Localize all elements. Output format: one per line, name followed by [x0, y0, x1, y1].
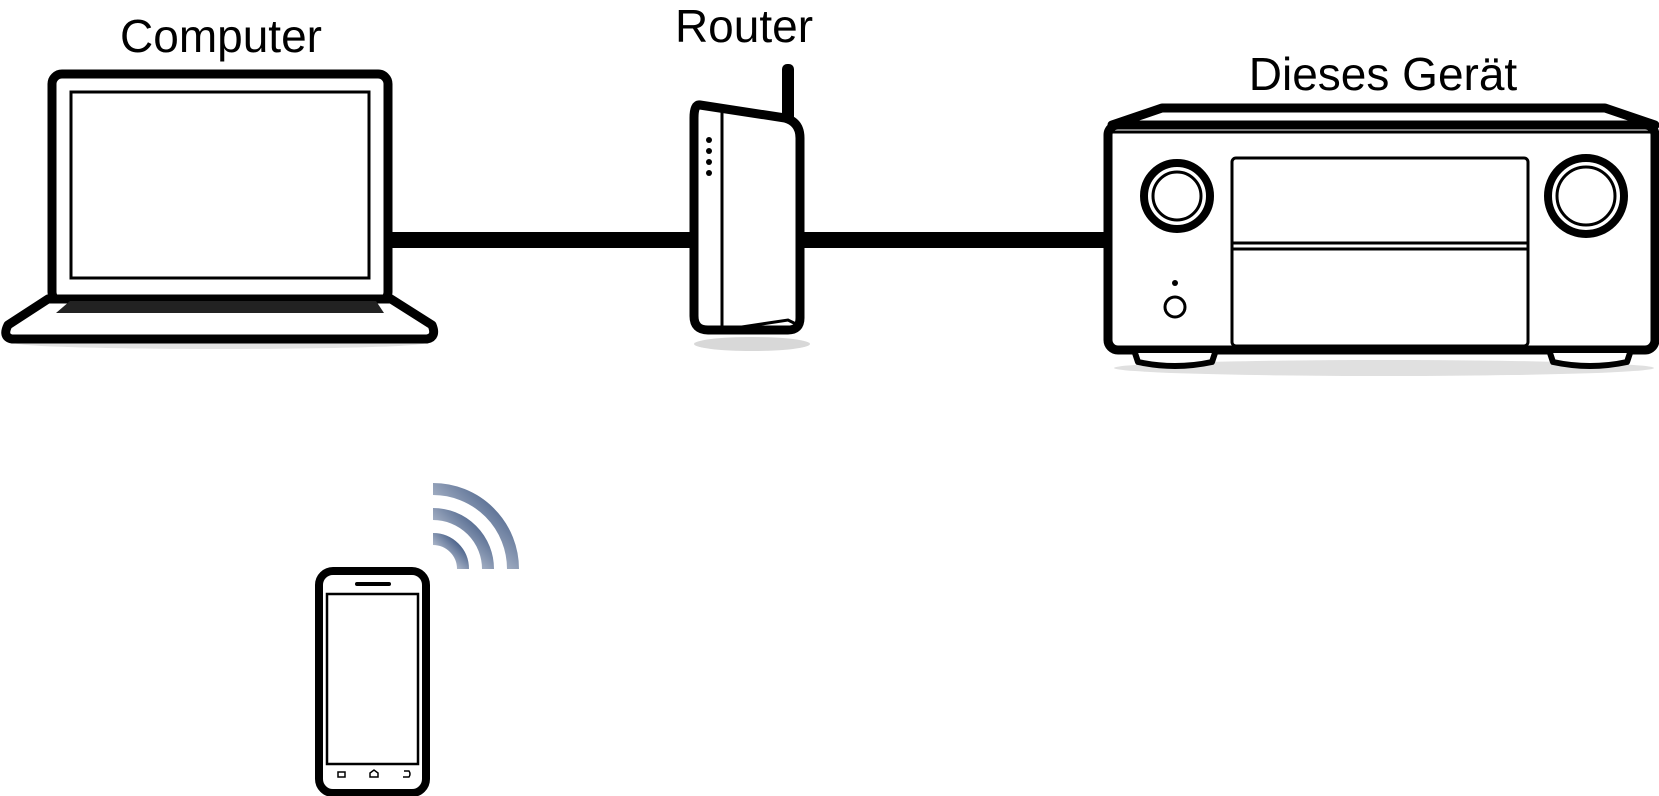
wifi-signal-icon — [432, 483, 519, 570]
router-label: Router — [675, 0, 813, 52]
device-label: Dieses Gerät — [1249, 48, 1518, 100]
smartphone-icon — [315, 567, 430, 796]
laptop-icon — [1, 69, 439, 349]
router-icon — [689, 64, 810, 351]
av-receiver-icon — [1103, 103, 1659, 376]
computer-label: Computer — [120, 10, 322, 62]
